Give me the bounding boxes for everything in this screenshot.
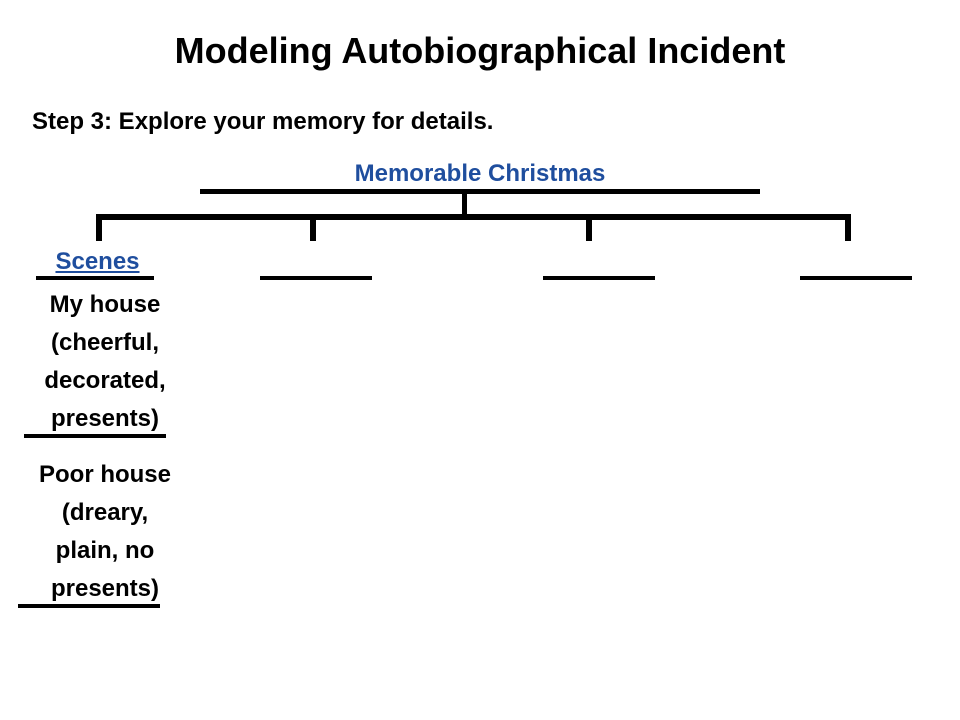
branch-bar (96, 214, 851, 220)
scene-item-underline (18, 604, 160, 608)
slide-title: Modeling Autobiographical Incident (174, 30, 786, 71)
branch-drop-4 (845, 214, 851, 241)
scene-item-underline (24, 434, 166, 438)
step-instruction: Step 3: Explore your memory for details. (32, 108, 494, 135)
topic-label: Memorable Christmas (354, 160, 606, 187)
scene-line: (dreary, (61, 499, 149, 526)
topic-underline (200, 189, 760, 194)
scene-line: presents) (50, 575, 160, 602)
branch-drop-1 (96, 214, 102, 241)
branch-drop-2 (310, 214, 316, 241)
scene-item: Poor house (dreary, plain, no presents) (5, 456, 205, 608)
scene-line: presents) (50, 405, 160, 432)
branch-drop-3 (586, 214, 592, 241)
scene-line: plain, no (55, 537, 155, 564)
branch-blank-3 (543, 276, 655, 280)
branch-label-scenes: Scenes (55, 248, 140, 275)
scene-line: Poor house (38, 461, 171, 488)
scene-line: decorated, (44, 367, 166, 394)
branch-label-underline (36, 276, 154, 280)
scene-line: (cheerful, (50, 329, 160, 356)
scene-item: My house (cheerful, decorated, presents) (10, 286, 200, 438)
scene-line: My house (49, 291, 161, 318)
trunk-connector (462, 194, 467, 216)
branch-blank-2 (260, 276, 372, 280)
branch-blank-4 (800, 276, 912, 280)
